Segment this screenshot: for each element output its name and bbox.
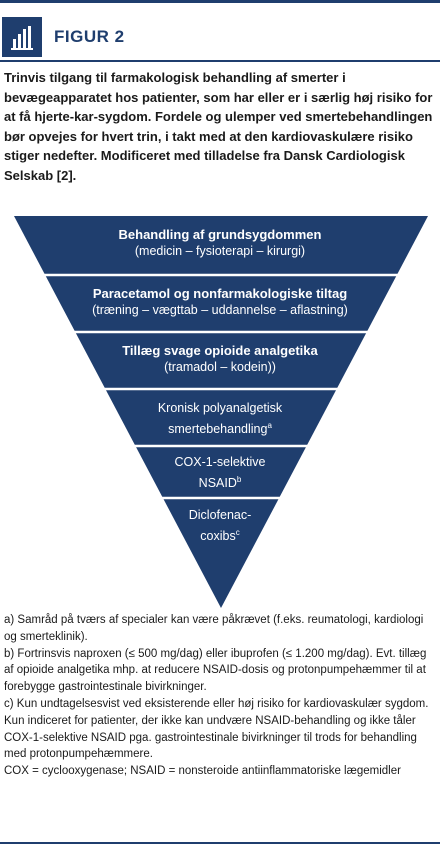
tier-5-detail: NSAIDb — [198, 475, 242, 491]
figure-caption: Trinvis tilgang til farmakologisk behand… — [4, 70, 433, 183]
bottom-rule — [0, 842, 440, 844]
abbreviations: COX = cyclooxygenase; NSAID = nonsteroid… — [4, 765, 401, 778]
tier-6: Diclofenac- coxibsc — [0, 507, 440, 545]
footnotes: a) Samråd på tværs af specialer kan være… — [4, 612, 438, 780]
footnote-a: a) Samråd på tværs af specialer kan være… — [4, 614, 424, 643]
tier-2: Paracetamol og nonfarmakologiske tiltag … — [0, 285, 440, 319]
tier-1-title: Behandling af grundsygdommen — [118, 227, 322, 242]
figure-label: FIGUR 2 — [54, 27, 125, 46]
footnote-b: b) Fortrinsvis naproxen (≤ 500 mg/dag) e… — [4, 647, 427, 694]
tier-3-title: Tillæg svage opioide analgetika — [122, 343, 318, 358]
footnote-marker-c: c — [235, 528, 240, 537]
figure-header: FIGUR 2 — [0, 14, 440, 60]
pyramid-diagram: Behandling af grundsygdommen (medicin – … — [0, 214, 440, 609]
tier-4: Kronisk polyanalgetisk smertebehandlinga — [0, 400, 440, 438]
tier-2-title: Paracetamol og nonfarmakologiske tiltag — [92, 286, 348, 301]
footnote-marker-b: b — [236, 475, 242, 484]
footnote-c: c) Kun undtagelsesvist ved eksisterende … — [4, 697, 429, 761]
top-rule — [0, 0, 440, 3]
footnote-marker-a: a — [267, 421, 272, 430]
tier-1: Behandling af grundsygdommen (medicin – … — [0, 226, 440, 260]
tier-4-title: Kronisk polyanalgetisk — [157, 401, 283, 415]
tier-6-detail: coxibsc — [200, 528, 240, 544]
bar-chart-icon — [2, 17, 42, 57]
header-rule — [0, 60, 440, 62]
tier-dividers — [0, 273, 440, 500]
tier-2-detail: (træning – vægttab – uddannelse – aflast… — [92, 303, 348, 317]
tier-5: COX-1-selektive NSAIDb — [0, 454, 440, 492]
inverted-pyramid-shape — [0, 214, 440, 608]
tier-1-detail: (medicin – fysioterapi – kirurgi) — [134, 244, 306, 258]
tier-4-detail: smertebehandlinga — [168, 421, 272, 437]
tier-3-detail: (tramadol – kodein)) — [164, 360, 276, 374]
tier-6-title: Diclofenac- — [188, 508, 252, 522]
pyramid-fill — [14, 216, 428, 608]
tier-3: Tillæg svage opioide analgetika (tramado… — [0, 342, 440, 376]
tier-5-title: COX-1-selektive — [174, 455, 266, 469]
